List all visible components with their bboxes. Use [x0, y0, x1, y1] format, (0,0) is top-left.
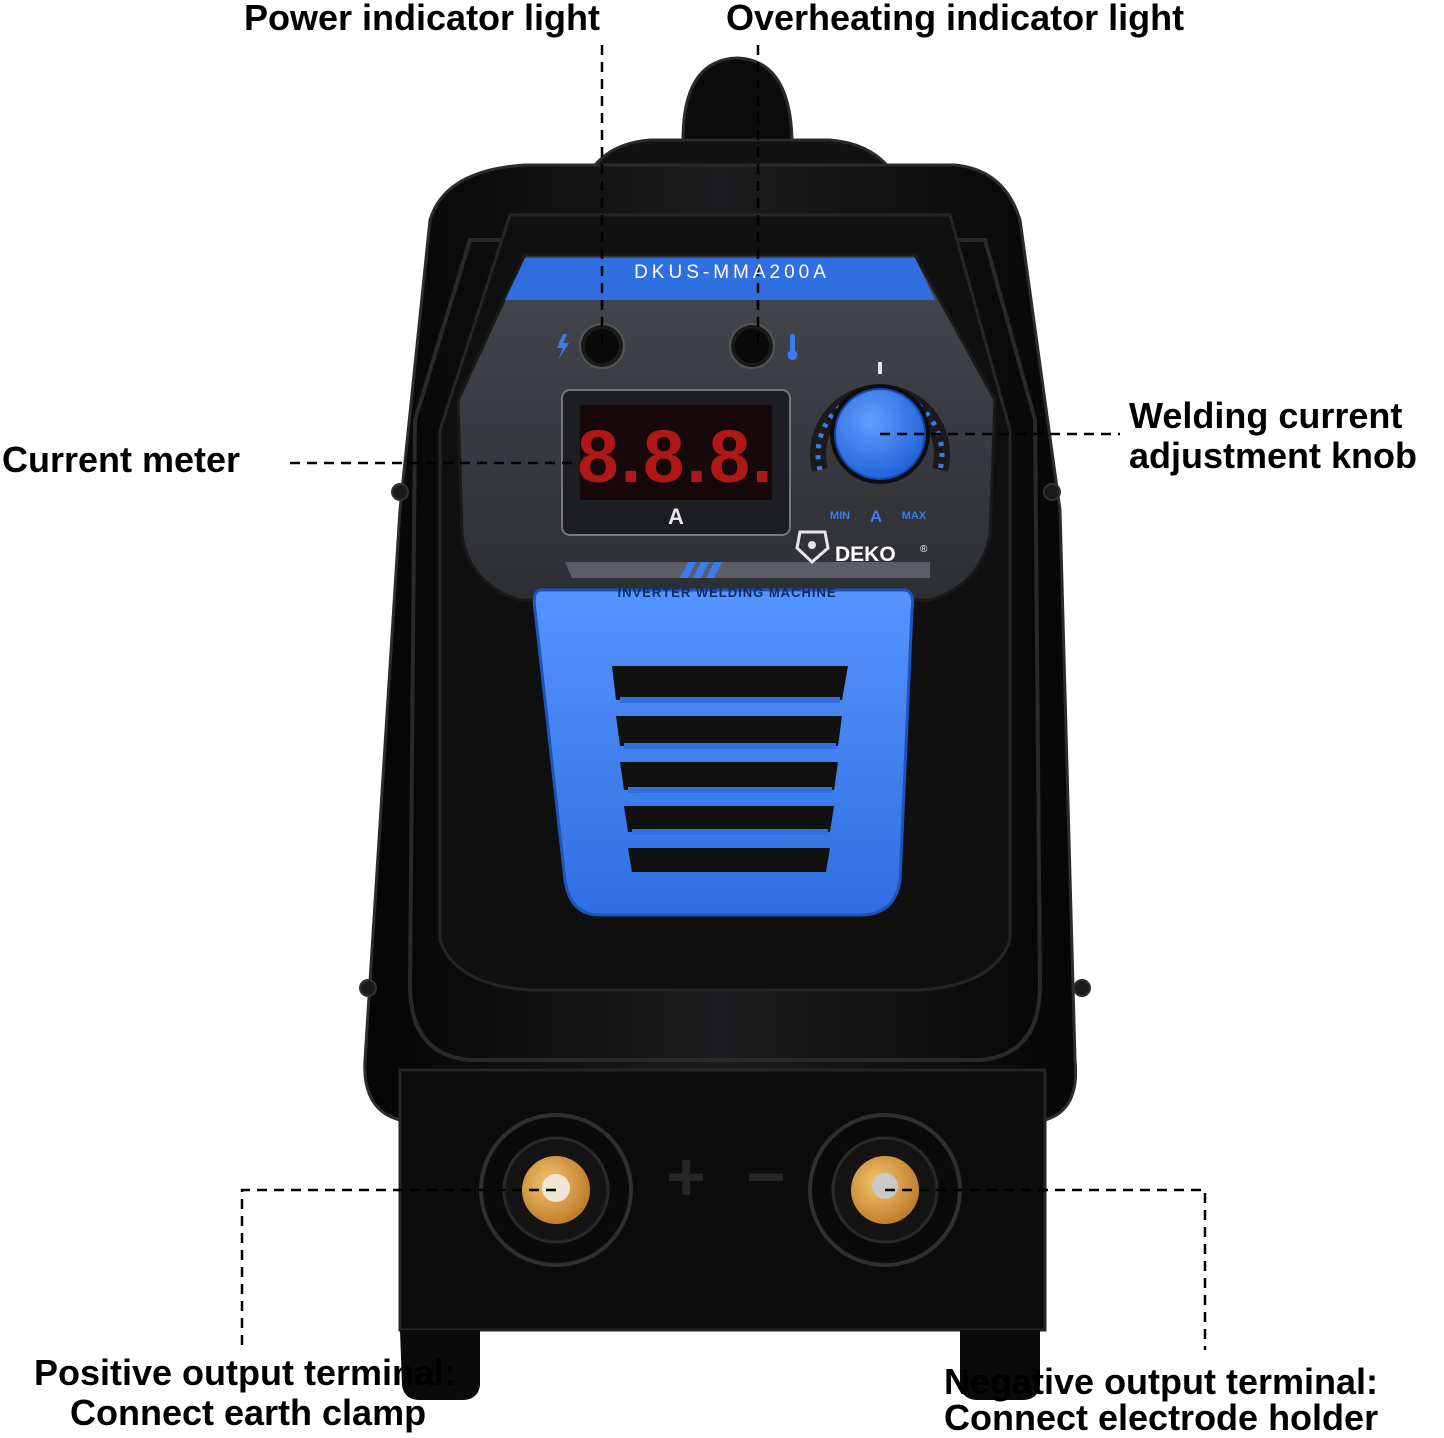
- power-indicator: [557, 323, 625, 369]
- knob-min-label: MIN: [830, 510, 850, 522]
- minus-sign: −: [746, 1139, 786, 1215]
- positive-terminal-callout-line2: Connect earth clamp: [70, 1392, 427, 1433]
- brand-slash: [680, 562, 722, 578]
- meter-unit: A: [668, 504, 684, 529]
- negative-terminal-callout-line1: Negative output terminal:: [944, 1361, 1379, 1402]
- knob-unit-label: A: [870, 507, 882, 526]
- current-meter: [561, 389, 791, 536]
- brand-label: DEKO: [835, 543, 896, 566]
- knob-callout-line1: Welding current: [1129, 395, 1403, 436]
- knob-max-label: MAX: [902, 510, 927, 522]
- power-indicator-callout: Power indicator light: [244, 0, 601, 38]
- leader-lines: [240, 45, 1207, 1350]
- deko-logo-icon: [795, 530, 830, 565]
- vent-cover: [532, 588, 915, 917]
- lightning-icon: [557, 334, 569, 360]
- model-label: DKUS-MMA200A: [634, 262, 830, 283]
- negative-terminal-callout-line2: Connect electrode holder: [944, 1397, 1379, 1438]
- knob-callout-line2: adjustment knob: [1129, 435, 1418, 476]
- plus-sign: +: [666, 1139, 706, 1215]
- meter-digits: 8.8.8.: [577, 415, 774, 498]
- overheating-indicator-callout: Overheating indicator light: [726, 0, 1185, 38]
- current-meter-callout: Current meter: [2, 439, 241, 480]
- brand-mark: ®: [920, 544, 928, 555]
- overheat-indicator: [729, 323, 798, 369]
- positive-terminal-callout-line1: Positive output terminal:: [34, 1352, 457, 1393]
- thermometer-icon: [787, 334, 798, 360]
- product-line-label: INVERTER WELDING MACHINE: [618, 585, 837, 600]
